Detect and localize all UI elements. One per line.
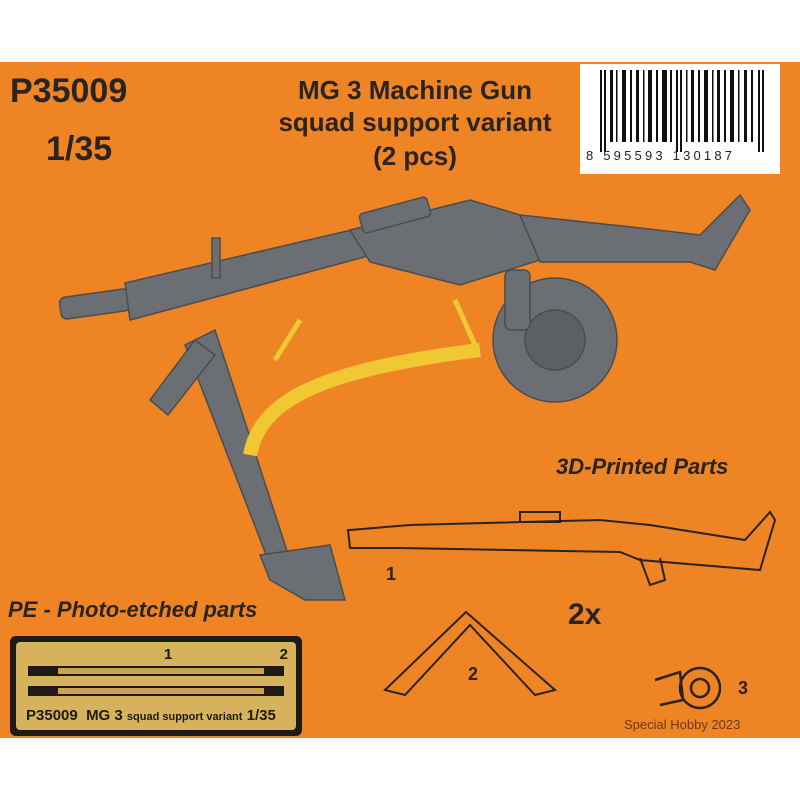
fret-strip — [28, 666, 284, 676]
section-3d-printed: 3D-Printed Parts — [556, 454, 729, 479]
section-photo-etched: PE - Photo-etched parts — [8, 597, 258, 622]
part-2-label: 2 — [468, 664, 479, 684]
product-panel — [0, 62, 800, 738]
part-3-label: 3 — [738, 678, 749, 698]
brand-footer: Special Hobby 2023 — [624, 717, 741, 732]
part-3-drawing — [654, 666, 722, 710]
barcode: 8 595593 130187 — [580, 64, 780, 174]
title-line-2: squad support variant — [278, 107, 552, 137]
fret-caption-scale: 1/35 — [246, 707, 276, 724]
pe-fret: 1 2 P35009 MG 3 squad support variant 1/… — [10, 636, 302, 736]
barcode-digits: 8 595593 130187 — [586, 148, 736, 163]
fret-number-1: 1 — [164, 646, 173, 663]
product-code: P35009 — [10, 72, 128, 110]
fret-caption-model: MG 3 — [86, 707, 123, 724]
pe-bipod-render — [243, 298, 481, 457]
title-line-1: MG 3 Machine Gun — [297, 75, 533, 105]
quantity-label: 2x — [568, 598, 602, 631]
fret-caption-desc: squad support variant — [126, 711, 243, 723]
part-2-drawing — [383, 610, 558, 697]
title-line-3: (2 pcs) — [373, 141, 457, 171]
fret-caption-code: P35009 — [26, 707, 78, 724]
mg3-render — [58, 193, 751, 601]
part-1-drawing — [346, 510, 777, 587]
part-1-label: 1 — [386, 564, 397, 584]
fret-strip — [28, 686, 284, 696]
fret-caption: P35009 MG 3 squad support variant 1/35 — [26, 707, 276, 724]
fret-number-2: 2 — [279, 646, 288, 663]
barcode-bars — [600, 70, 764, 152]
product-scale: 1/35 — [46, 130, 113, 168]
